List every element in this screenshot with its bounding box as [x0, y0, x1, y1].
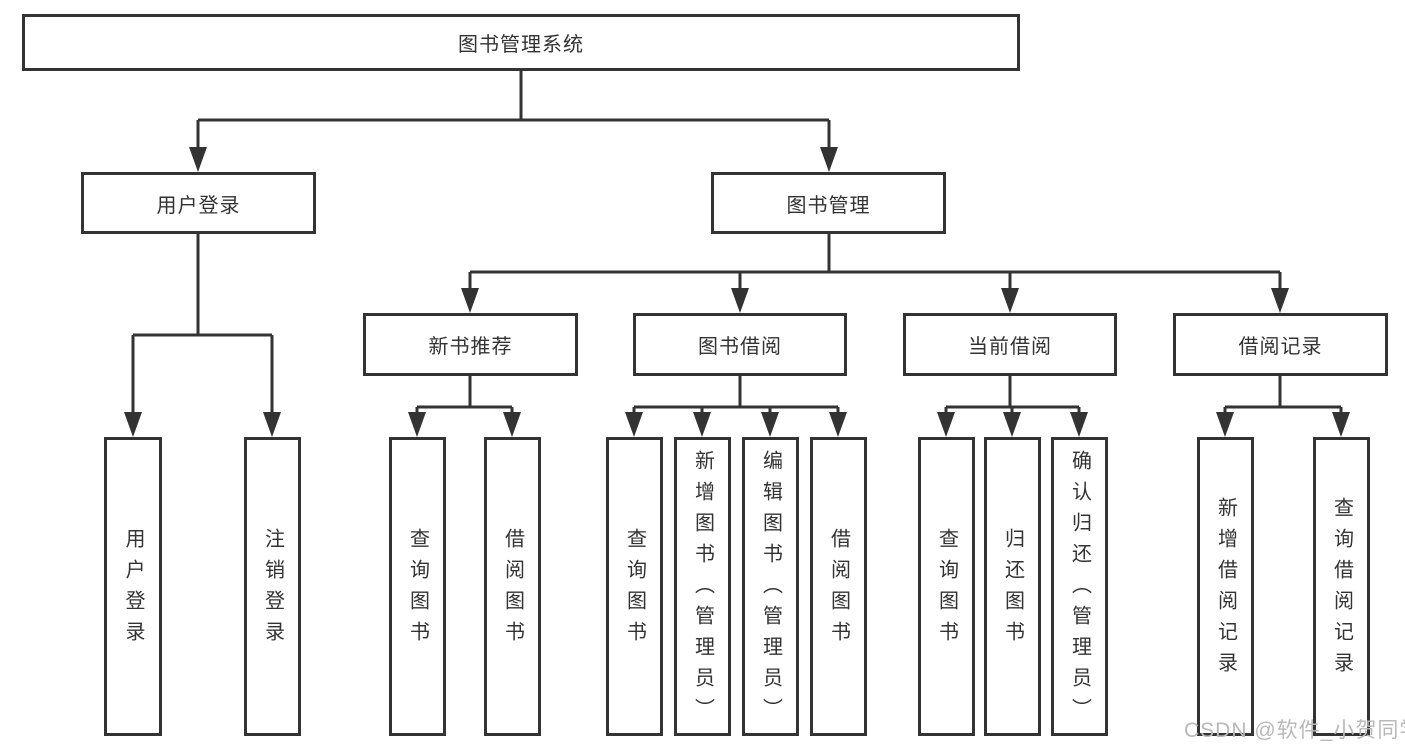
node-label: 查询图书: [935, 527, 958, 652]
leaf-query-borrow-record: 查询借阅记录: [1313, 437, 1370, 736]
node-label: 当前借阅: [968, 336, 1052, 358]
node-current-borrow: 当前借阅: [903, 313, 1117, 376]
leaf-query-book-1: 查询图书: [389, 437, 446, 736]
leaf-borrow-book-1: 借阅图书: [484, 437, 541, 736]
node-book-borrow: 图书借阅: [633, 313, 847, 376]
leaf-edit-book-admin: 编辑图书（管理员）: [742, 437, 799, 736]
leaf-borrow-book-2: 借阅图书: [810, 437, 867, 736]
leaf-user-login: 用户登录: [104, 437, 162, 736]
leaf-query-book-3: 查询图书: [918, 437, 975, 736]
node-label: 归还图书: [1001, 527, 1024, 652]
arrowheads: [124, 147, 1350, 437]
leaf-logout: 注销登录: [244, 437, 301, 736]
node-borrow-records: 借阅记录: [1173, 313, 1388, 376]
leaf-return-book: 归还图书: [984, 437, 1041, 736]
node-book-management: 图书管理: [711, 172, 946, 234]
node-label: 新增借阅记录: [1214, 496, 1237, 683]
node-label: 注销登录: [261, 527, 284, 652]
node-label: 用户登录: [122, 527, 144, 652]
node-label: 图书借阅: [698, 336, 782, 358]
node-label: 借阅图书: [501, 527, 524, 652]
node-new-book-recommend: 新书推荐: [363, 313, 578, 376]
leaf-add-borrow-record: 新增借阅记录: [1197, 437, 1254, 736]
leaf-add-book-admin: 新增图书（管理员）: [674, 437, 731, 736]
node-label: 查询图书: [623, 527, 646, 652]
node-label: 新增图书（管理员）: [691, 450, 714, 729]
node-label: 图书管理系统: [458, 34, 584, 56]
node-user-login: 用户登录: [81, 172, 316, 234]
node-label: 编辑图书（管理员）: [759, 450, 782, 729]
node-label: 图书管理: [786, 194, 871, 217]
node-system-root: 图书管理系统: [22, 14, 1020, 71]
node-label: 借阅图书: [827, 527, 850, 652]
node-label: 查询借阅记录: [1330, 496, 1353, 683]
node-label: 用户登录: [156, 194, 241, 217]
node-label: 借阅记录: [1238, 336, 1323, 358]
leaf-query-book-2: 查询图书: [606, 437, 663, 736]
csdn-watermark: CSDN @软件_小贺同学: [1184, 719, 1405, 742]
node-label: 查询图书: [406, 527, 429, 652]
node-label: 确认归还（管理员）: [1068, 450, 1091, 729]
leaf-confirm-return-admin: 确认归还（管理员）: [1051, 437, 1108, 736]
node-label: 新书推荐: [428, 336, 513, 358]
